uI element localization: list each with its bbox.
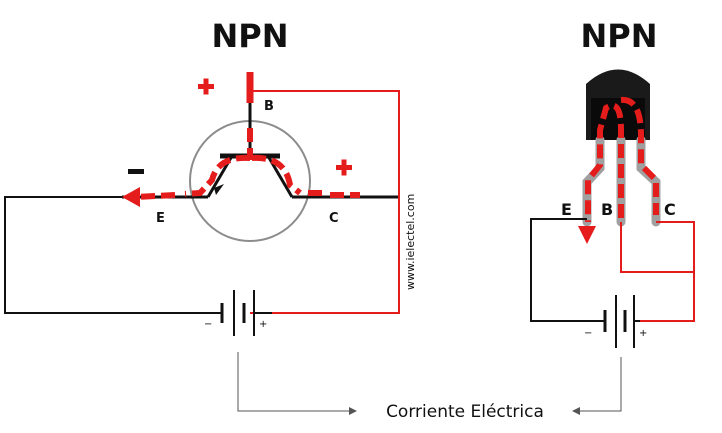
left-pin-collector: C	[329, 211, 339, 226]
left-battery-plus: +	[259, 319, 267, 330]
right-title: NPN	[580, 17, 657, 55]
current-arrow-icon	[122, 187, 140, 207]
right-pin-collector: C	[664, 200, 676, 219]
left-battery-minus: −	[204, 319, 212, 330]
right-current-path-collector	[620, 96, 659, 215]
right-ground-wire	[530, 218, 591, 322]
right-battery-plus: +	[639, 328, 647, 339]
watermark-text: www.ielectel.com	[404, 194, 417, 290]
emitter-minus-sign	[128, 169, 144, 174]
right-battery-minus: −	[584, 328, 592, 339]
base-plus-v	[203, 78, 209, 95]
caption-pointer-left	[237, 352, 352, 412]
right-collector-wire	[640, 221, 695, 322]
current-path-emitter	[134, 154, 251, 200]
right-pin-base: B	[601, 200, 613, 219]
left-title: NPN	[211, 17, 288, 55]
left-pin-emitter: E	[156, 211, 165, 226]
caption-text: Corriente Eléctrica	[386, 402, 544, 422]
current-path-collector	[247, 128, 360, 198]
caption-pointer-right	[578, 357, 622, 412]
emitter-arrow-icon	[214, 184, 224, 195]
right-pin-emitter: E	[561, 200, 572, 219]
left-pin-base: B	[264, 99, 274, 114]
right-base-wire	[620, 222, 694, 273]
caption-arrow-left-icon	[349, 407, 357, 415]
caption-arrow-right-icon	[572, 407, 580, 415]
right-current-path-emitter	[585, 102, 624, 222]
base-current-wire	[250, 90, 400, 314]
left-ground-wire	[4, 196, 198, 314]
right-current-arrow-icon	[578, 226, 596, 244]
collector-plus-v	[341, 159, 347, 176]
